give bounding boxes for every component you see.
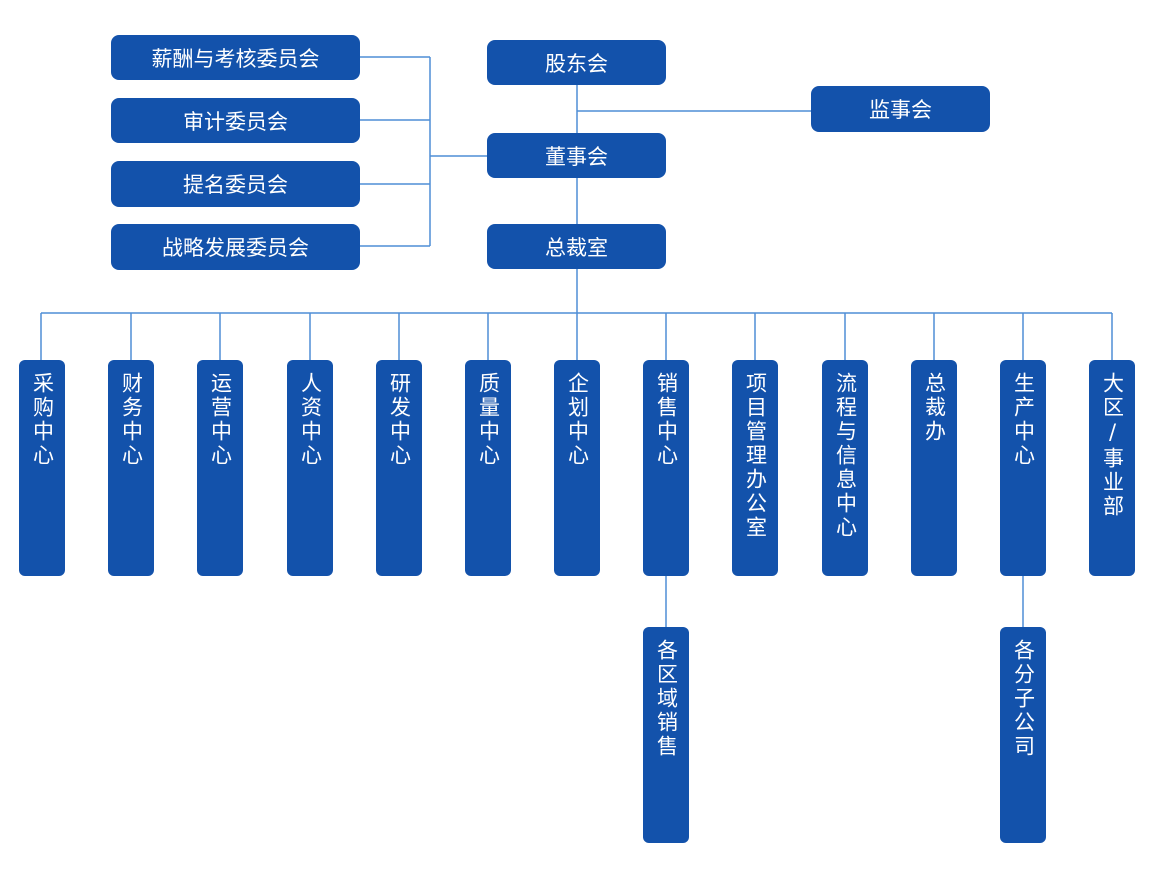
- dept-rnd-box: 研发中心: [376, 360, 422, 576]
- dept-presidents-office-box: 总裁办: [911, 360, 957, 576]
- committee-nomination-box: 提名委员会: [111, 161, 360, 207]
- dept-sales-box: 销售中心: [643, 360, 689, 576]
- dept-regions-divisions-box: 大区/事业部: [1089, 360, 1135, 576]
- shareholders-box: 股东会: [487, 40, 666, 85]
- sub-unit-label: 各分子公司: [1011, 639, 1036, 759]
- committee-audit-box: 审计委员会: [111, 98, 360, 143]
- dept-label: 流程与信息中心: [833, 372, 858, 540]
- dept-label: 人资中心: [298, 372, 323, 468]
- dept-label: 财务中心: [119, 372, 144, 468]
- dept-label: 质量中心: [476, 372, 501, 468]
- supervisors-box: 监事会: [811, 86, 990, 132]
- sub-unit-label: 各区域销售: [654, 639, 679, 759]
- committee-compensation-box: 薪酬与考核委员会: [111, 35, 360, 80]
- dept-production-box: 生产中心: [1000, 360, 1046, 576]
- dept-process-it-box: 流程与信息中心: [822, 360, 868, 576]
- dept-pmo-box: 项目管理办公室: [732, 360, 778, 576]
- committee-strategy-box: 战略发展委员会: [111, 224, 360, 270]
- dept-label: 企划中心: [565, 372, 590, 468]
- dept-label: 项目管理办公室: [743, 372, 768, 540]
- regional-sales-box: 各区域销售: [643, 627, 689, 843]
- dept-finance-box: 财务中心: [108, 360, 154, 576]
- dept-label: 大区/事业部: [1100, 372, 1125, 519]
- dept-planning-box: 企划中心: [554, 360, 600, 576]
- dept-label: 采购中心: [30, 372, 55, 468]
- dept-label: 运营中心: [208, 372, 233, 468]
- dept-operations-box: 运营中心: [197, 360, 243, 576]
- dept-label: 销售中心: [654, 372, 679, 468]
- subsidiaries-box: 各分子公司: [1000, 627, 1046, 843]
- board-box: 董事会: [487, 133, 666, 178]
- dept-quality-box: 质量中心: [465, 360, 511, 576]
- dept-label: 生产中心: [1011, 372, 1036, 468]
- president-office-box: 总裁室: [487, 224, 666, 269]
- dept-hr-box: 人资中心: [287, 360, 333, 576]
- dept-procurement-box: 采购中心: [19, 360, 65, 576]
- dept-label: 研发中心: [387, 372, 412, 468]
- dept-label: 总裁办: [922, 372, 947, 444]
